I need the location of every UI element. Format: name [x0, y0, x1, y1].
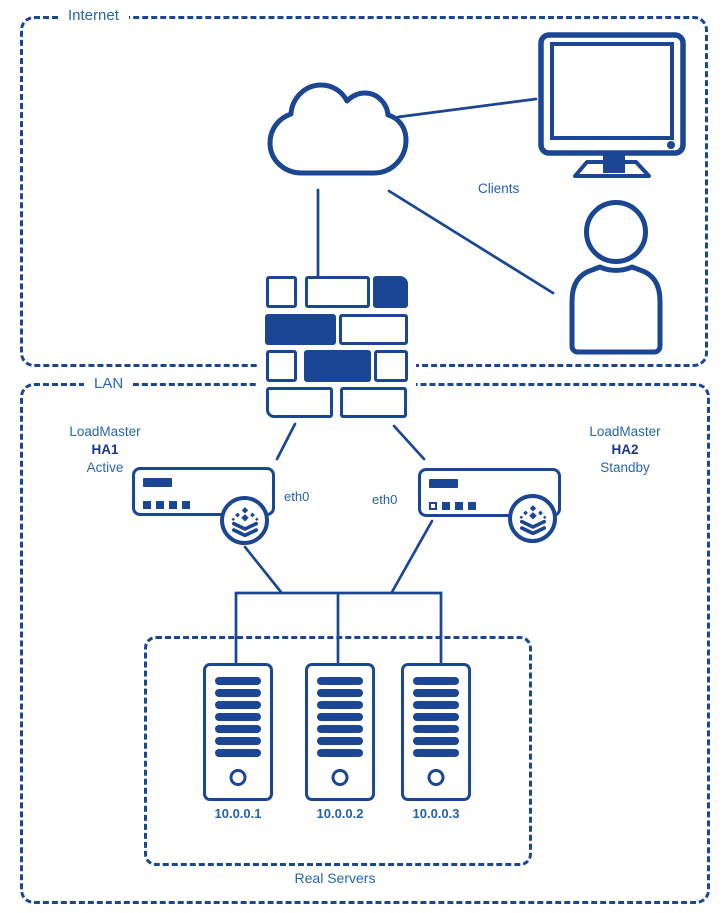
- loadmaster-name: HA2: [611, 442, 639, 457]
- clients-label: Clients: [478, 181, 520, 196]
- brick: [339, 314, 408, 345]
- brick: [340, 387, 407, 418]
- cloud-icon: [262, 70, 412, 185]
- server-slot: [215, 737, 261, 745]
- firewall-icon: [258, 270, 416, 422]
- loadmaster-logo-icon: [220, 496, 269, 545]
- real-servers-label: Real Servers: [294, 870, 376, 886]
- server-slot: [317, 677, 363, 685]
- brick: [266, 276, 297, 308]
- server-ip-label: 10.0.0.3: [412, 806, 460, 821]
- server-slot: [317, 713, 363, 721]
- server-slot: [317, 749, 363, 757]
- appliance-led: [143, 501, 151, 509]
- server-power-button: [427, 769, 445, 786]
- loadmaster-ha1-label: LoadMaster HA1 Active: [50, 423, 160, 477]
- server-slot: [317, 725, 363, 733]
- brick-filled: [304, 350, 371, 382]
- appliance-led: [156, 501, 164, 509]
- server-slot: [215, 713, 261, 721]
- server-slot: [413, 677, 459, 685]
- server-ip-label: 10.0.0.1: [214, 806, 262, 821]
- server-power-button: [331, 769, 349, 786]
- loadmaster-title: LoadMaster: [69, 424, 141, 439]
- appliance-display: [143, 478, 172, 487]
- server-slot: [413, 713, 459, 721]
- server-ip-label: 10.0.0.2: [316, 806, 364, 821]
- brick-filled: [265, 314, 336, 345]
- server-power-button: [229, 769, 247, 786]
- loadmaster-title: LoadMaster: [589, 424, 661, 439]
- eth0-label-ha2: eth0: [372, 492, 398, 507]
- appliance-led: [468, 502, 476, 510]
- appliance-led: [429, 502, 437, 510]
- server-slot: [413, 701, 459, 709]
- appliance-display: [429, 479, 458, 488]
- monitor-icon: [535, 28, 687, 185]
- internet-zone-label: Internet: [58, 6, 129, 26]
- loadmaster-state: Active: [86, 460, 124, 475]
- server-slot: [215, 689, 261, 697]
- loadmaster-state: Standby: [600, 460, 650, 475]
- server-icon: [401, 663, 471, 801]
- appliance-led: [455, 502, 463, 510]
- brick: [374, 350, 408, 382]
- server-icon: [305, 663, 375, 801]
- server-slot: [413, 749, 459, 757]
- brick: [266, 387, 333, 418]
- lan-zone-label: LAN: [84, 374, 134, 394]
- loadmaster-logo-icon: [508, 494, 557, 543]
- brick: [305, 276, 370, 308]
- appliance-led: [182, 501, 190, 509]
- appliance-led: [169, 501, 177, 509]
- server-slot: [215, 677, 261, 685]
- loadmaster-name: HA1: [91, 442, 119, 457]
- monitor-power-led: [667, 141, 675, 149]
- brick-filled: [373, 276, 408, 308]
- eth0-label-ha1: eth0: [284, 489, 310, 504]
- server-slot: [317, 701, 363, 709]
- server-slot: [413, 737, 459, 745]
- server-slot: [215, 749, 261, 757]
- brick: [266, 350, 297, 382]
- server-slot: [413, 725, 459, 733]
- server-slot: [413, 689, 459, 697]
- server-slot: [317, 689, 363, 697]
- server-slot: [215, 701, 261, 709]
- loadmaster-ha2-label: LoadMaster HA2 Standby: [570, 423, 680, 477]
- server-slot: [215, 725, 261, 733]
- server-slot: [317, 737, 363, 745]
- server-icon: [203, 663, 273, 801]
- appliance-led: [442, 502, 450, 510]
- user-icon: [558, 196, 674, 361]
